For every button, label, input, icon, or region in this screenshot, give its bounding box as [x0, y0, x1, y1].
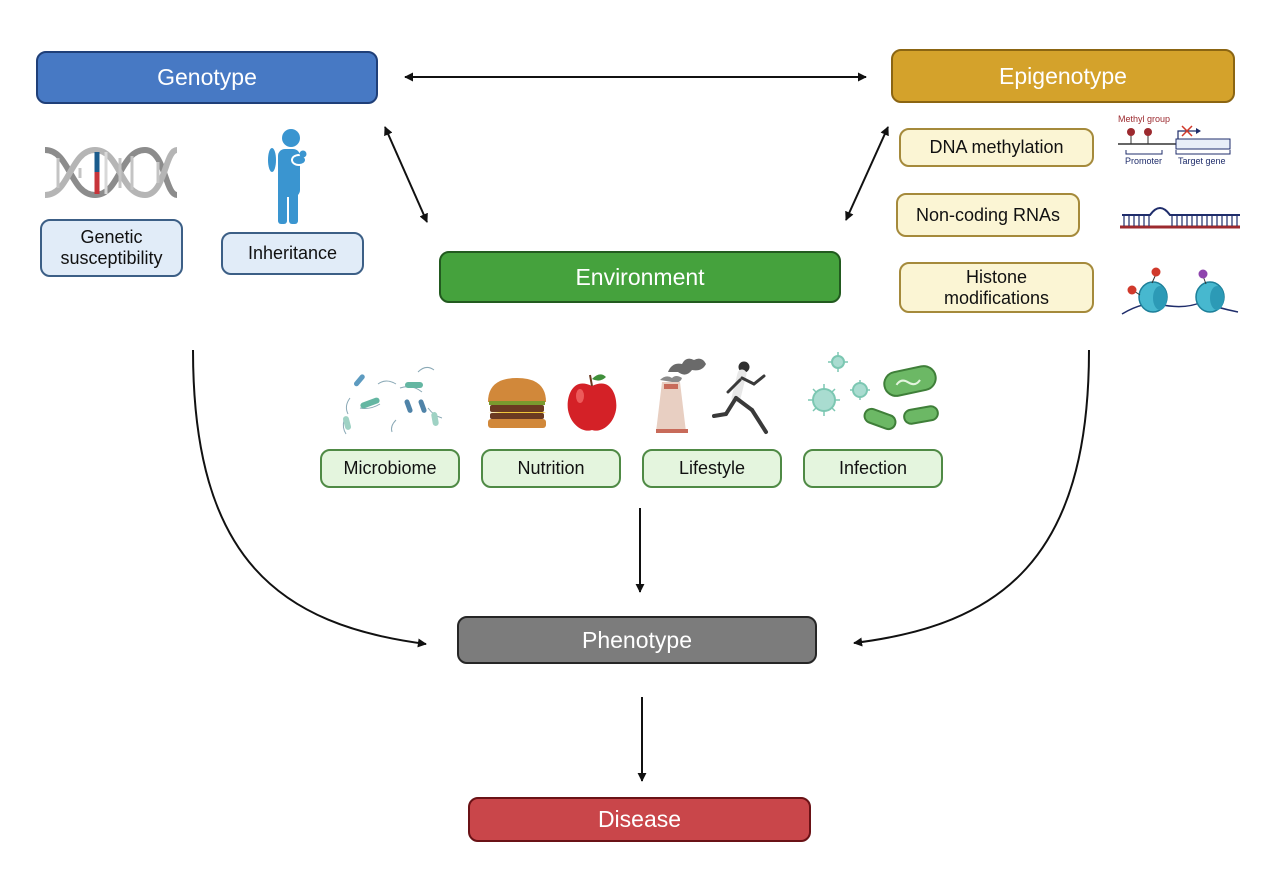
- noncoding-rna-schematic: [1120, 207, 1240, 229]
- genetic-susceptibility-box: Genetic susceptibility: [40, 219, 183, 277]
- dna-helix-icon: [44, 146, 179, 199]
- histone-modifications-label-line2: modifications: [943, 287, 1050, 308]
- infection-box: Infection: [803, 449, 943, 488]
- phenotype-node: Phenotype: [457, 616, 817, 664]
- pathogens-icon: [808, 352, 939, 431]
- genotype-node: Genotype: [36, 51, 378, 104]
- histone-schematic: [1121, 267, 1239, 315]
- apple-icon: [567, 374, 617, 431]
- noncoding-rnas-box: Non-coding RNAs: [896, 193, 1080, 237]
- dna-methylation-label: DNA methylation: [929, 137, 1064, 157]
- parent-child-icon: [268, 129, 307, 224]
- arrow-epigenotype-environment: [845, 126, 889, 221]
- promoter-label: Promoter: [1125, 156, 1163, 166]
- methyl-group-label: Methyl group: [1118, 114, 1171, 124]
- microbiome-label: Microbiome: [343, 458, 437, 478]
- epigenotype-node: Epigenotype: [891, 49, 1235, 103]
- arrow-epigenotype-phenotype: [853, 349, 1090, 647]
- histone-modifications-box: Histone modifications: [899, 262, 1094, 313]
- arrow-genotype-phenotype: [192, 349, 427, 648]
- factory-chimney-icon: [656, 358, 706, 433]
- arrow-genotype-environment: [384, 126, 428, 223]
- nutrition-label: Nutrition: [517, 458, 585, 478]
- inheritance-box: Inheritance: [221, 232, 364, 275]
- disease-node: Disease: [468, 797, 811, 842]
- target-gene-label: Target gene: [1178, 156, 1226, 166]
- lifestyle-box: Lifestyle: [642, 449, 782, 488]
- microbiome-icon: [342, 366, 443, 435]
- genetic-susceptibility-label-line1: Genetic: [80, 227, 143, 247]
- nutrition-box: Nutrition: [481, 449, 621, 488]
- environment-node: Environment: [439, 251, 841, 303]
- dna-methylation-box: DNA methylation: [899, 128, 1094, 167]
- histone-modifications-label-line1: Histone: [965, 266, 1028, 287]
- burger-icon: [488, 378, 546, 428]
- lifestyle-label: Lifestyle: [678, 458, 746, 478]
- genetic-susceptibility-label-line2: susceptibility: [60, 248, 163, 268]
- inheritance-label: Inheritance: [247, 243, 338, 263]
- noncoding-rnas-label: Non-coding RNAs: [915, 204, 1061, 225]
- microbiome-box: Microbiome: [320, 449, 460, 488]
- runner-icon: [712, 361, 768, 434]
- methylation-schematic: [1118, 125, 1231, 155]
- infection-label: Infection: [838, 458, 908, 478]
